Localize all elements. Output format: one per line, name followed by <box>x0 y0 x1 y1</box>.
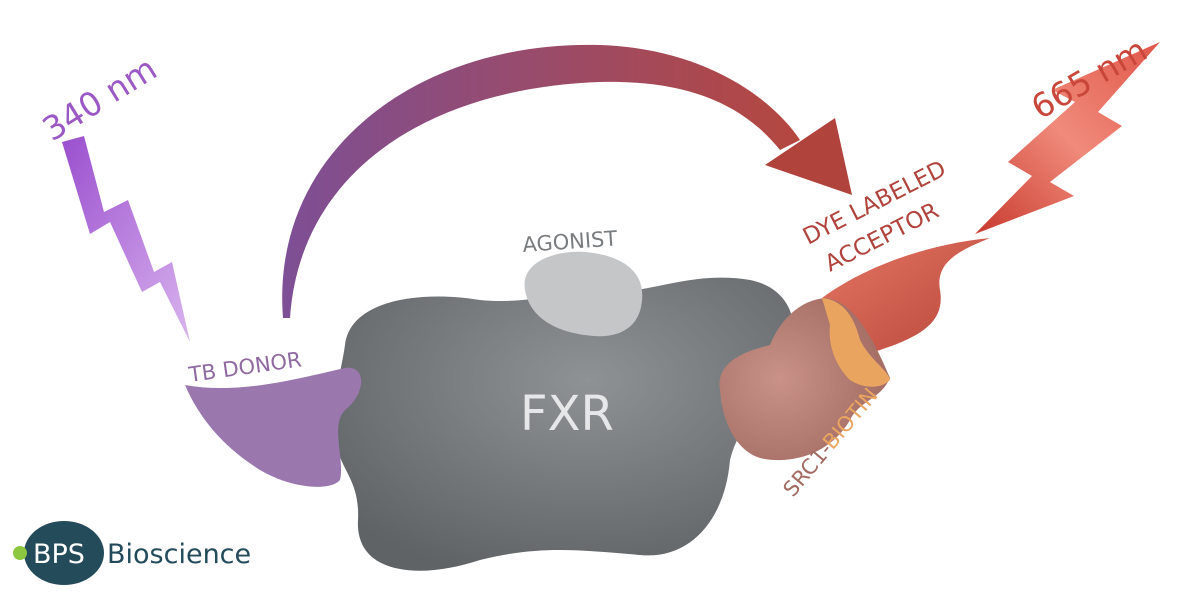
logo-mark: BPS <box>33 539 85 570</box>
logo-dot <box>13 546 27 560</box>
energy-transfer-arrow <box>282 44 800 318</box>
logo-name: Bioscience <box>107 539 251 570</box>
excitation-lightning-icon <box>62 136 190 342</box>
agonist-shape <box>524 251 643 337</box>
fxr-label: FXR <box>520 386 614 442</box>
excitation-wavelength-label: 340 nm <box>36 49 164 149</box>
bps-bioscience-logo: BPS Bioscience <box>13 521 251 585</box>
agonist-label: AGONIST <box>522 226 618 257</box>
biotin-shape <box>822 298 890 387</box>
fxr-receptor-shape <box>333 277 794 571</box>
logo-circle <box>24 521 104 585</box>
arrowhead-icon <box>765 118 852 195</box>
tb-donor-shape <box>185 367 362 487</box>
emission-lightning-icon <box>975 42 1160 234</box>
